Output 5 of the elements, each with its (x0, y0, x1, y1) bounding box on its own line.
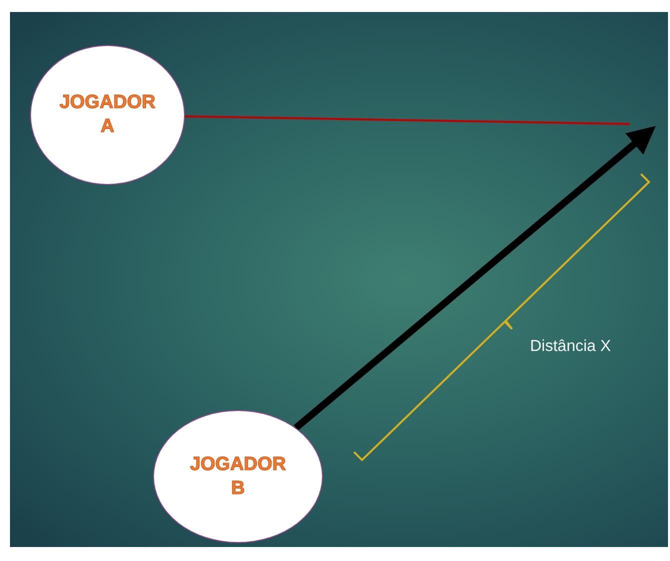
dimension-label: Distância X (530, 338, 611, 356)
player-label: JOGADOR B (188, 452, 288, 500)
arrow (294, 126, 656, 431)
line (184, 115, 630, 125)
player-label: JOGADOR A (58, 91, 157, 139)
